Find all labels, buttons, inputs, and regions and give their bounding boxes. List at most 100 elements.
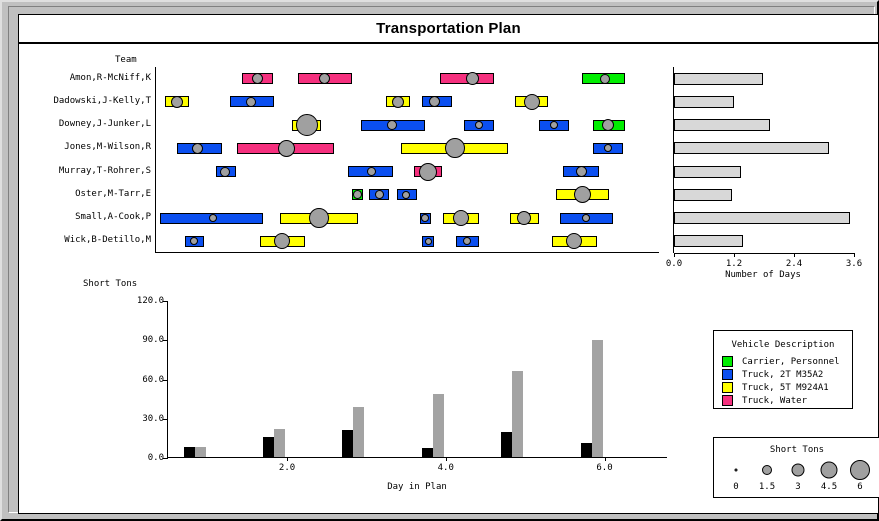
tons-bar[interactable] — [274, 428, 286, 457]
vehicle-legend-item[interactable]: Truck, 2T M35A2 — [722, 369, 823, 380]
gantt-axis-title: Team — [115, 55, 137, 65]
vehicle-legend-item[interactable]: Truck, 5T M924A1 — [722, 382, 829, 393]
gantt-load-marker[interactable] — [277, 139, 295, 157]
gantt-load-marker[interactable] — [463, 237, 471, 246]
gantt-load-marker[interactable] — [575, 166, 587, 178]
gantt-team-label: Small,A-Cook,P — [75, 212, 151, 223]
gantt-load-marker[interactable] — [209, 214, 217, 223]
days-bar[interactable] — [674, 212, 850, 225]
tons-bar[interactable] — [512, 371, 524, 457]
gantt-load-marker[interactable] — [517, 211, 531, 226]
tons-bar[interactable] — [263, 437, 275, 457]
tons-bar[interactable] — [183, 447, 195, 457]
days-x-tick — [794, 253, 795, 257]
gantt-load-marker[interactable] — [220, 166, 230, 177]
tons-x-tick-label: 6.0 — [596, 463, 613, 473]
gantt-load-marker[interactable] — [602, 119, 614, 132]
tons-x-tick — [287, 457, 289, 461]
tons-x-tick — [604, 457, 606, 461]
gantt-load-marker[interactable] — [318, 73, 330, 85]
gantt-load-marker[interactable] — [465, 72, 479, 86]
gantt-load-marker[interactable] — [524, 93, 540, 110]
tons-x-axis-label: Day in Plan — [387, 482, 447, 492]
gantt-load-marker[interactable] — [190, 237, 198, 246]
vehicle-legend-swatch — [722, 356, 733, 367]
days-x-tick-label: 2.4 — [785, 259, 803, 269]
gantt-load-marker[interactable] — [246, 96, 256, 107]
gantt-load-marker[interactable] — [421, 214, 429, 223]
tons-legend-dot — [820, 461, 838, 479]
days-bar[interactable] — [674, 165, 741, 178]
vehicle-legend-label: Carrier, Personnel — [742, 356, 840, 367]
gantt-load-marker[interactable] — [309, 208, 329, 229]
tons-bar[interactable] — [342, 430, 354, 457]
gantt-load-marker[interactable] — [296, 114, 318, 137]
title-bar: Transportation Plan — [19, 15, 878, 44]
days-x-axis-line — [674, 253, 854, 254]
gantt-load-marker[interactable] — [475, 121, 483, 130]
gantt-team-label: Murray,T-Rohrer,S — [58, 165, 151, 176]
gantt-load-marker[interactable] — [392, 95, 404, 108]
days-x-tick-label: 1.2 — [725, 259, 743, 269]
gantt-load-marker[interactable] — [171, 95, 183, 108]
tons-y-tick-label: 60.0 — [142, 374, 164, 385]
tons-bar[interactable] — [591, 339, 603, 457]
tons-y-tick — [163, 301, 168, 302]
gantt-load-marker[interactable] — [251, 73, 263, 85]
gantt-load-marker[interactable] — [582, 214, 590, 223]
gantt-load-marker[interactable] — [573, 186, 591, 204]
tons-bar[interactable] — [580, 443, 592, 457]
gantt-load-marker[interactable] — [419, 162, 437, 181]
vehicle-legend-item[interactable]: Truck, Water — [722, 395, 807, 406]
days-bar[interactable] — [674, 119, 770, 132]
days-bar[interactable] — [674, 188, 732, 201]
gantt-load-marker[interactable] — [387, 120, 397, 131]
gantt-load-marker[interactable] — [274, 233, 290, 250]
days-bar[interactable] — [674, 95, 734, 108]
days-bar[interactable] — [674, 235, 743, 248]
tons-bar[interactable] — [421, 448, 433, 457]
tons-y-tick-label: 120.0 — [136, 296, 164, 306]
gantt-load-marker[interactable] — [550, 121, 558, 130]
gantt-load-marker[interactable] — [402, 190, 410, 199]
gantt-load-marker[interactable] — [453, 210, 469, 227]
tons-y-tick — [163, 458, 168, 459]
gantt-team-label: Downey,J-Junker,L — [58, 119, 151, 130]
gantt-load-marker[interactable] — [445, 138, 465, 159]
days-axis-label: Number of Days — [725, 270, 801, 280]
vehicle-legend-item[interactable]: Carrier, Personnel — [722, 356, 840, 367]
gantt-load-marker[interactable] — [191, 142, 203, 154]
gantt-team-label: Wick,B-Detillo,M — [64, 235, 151, 246]
tons-y-tick-label: 90.0 — [142, 335, 164, 346]
days-x-tick-label: 0.0 — [665, 259, 683, 269]
tons-legend-title: Short Tons — [769, 445, 825, 455]
tons-x-tick — [445, 457, 447, 461]
gantt-load-marker[interactable] — [428, 96, 440, 108]
tons-legend-dot — [850, 460, 870, 480]
tons-legend-dot — [791, 463, 805, 477]
days-bar[interactable] — [674, 142, 829, 155]
gantt-load-marker[interactable] — [374, 190, 384, 200]
gantt-load-marker[interactable] — [604, 144, 612, 153]
window-inner-frame: Transportation Plan Team Amon,R-McNiff,K… — [8, 6, 879, 514]
tons-x-tick-label: 4.0 — [437, 463, 454, 473]
vehicle-legend-label: Truck, Water — [742, 395, 808, 406]
tons-y-tick-label: 30.0 — [142, 413, 164, 424]
tons-bar[interactable] — [353, 406, 365, 457]
vehicle-legend-label: Truck, 2T M35A2 — [742, 369, 824, 380]
tons-bar[interactable] — [194, 447, 206, 457]
gantt-load-marker[interactable] — [566, 233, 582, 250]
tons-legend-label: 4.5 — [820, 482, 838, 492]
tons-bar[interactable] — [432, 394, 444, 457]
gantt-load-marker[interactable] — [600, 73, 610, 84]
gantt-load-marker[interactable] — [424, 237, 432, 245]
days-bar[interactable] — [674, 72, 763, 85]
gantt-load-marker[interactable] — [352, 190, 362, 200]
tons-bar[interactable] — [501, 432, 513, 457]
gantt-load-marker[interactable] — [366, 167, 376, 177]
